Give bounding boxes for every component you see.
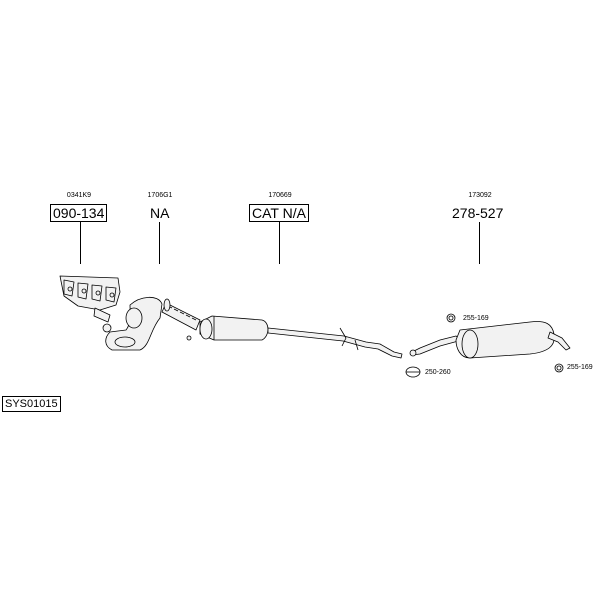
flex-pipe[interactable] <box>161 298 201 331</box>
part-number-catalyst[interactable]: CAT N/A <box>249 204 309 222</box>
hanger-top[interactable] <box>446 313 456 323</box>
leader-line-catalyst <box>279 222 280 264</box>
part-code-downpipe: 1706G1 <box>147 192 173 199</box>
leader-line-downpipe <box>159 222 160 264</box>
part-number-manifold-text[interactable]: 090-134 <box>50 204 108 222</box>
leader-line-manifold <box>80 222 81 264</box>
front-downpipe[interactable] <box>105 296 163 351</box>
part-code-manifold: 0341K9 <box>66 192 92 199</box>
hanger-right-label[interactable]: 255-169 <box>567 364 593 371</box>
clamp[interactable] <box>405 366 421 378</box>
rear-silencer[interactable] <box>455 321 571 359</box>
leader-line-rear-silencer <box>479 222 480 264</box>
part-number-catalyst-text[interactable]: CAT N/A <box>249 204 309 222</box>
part-number-downpipe[interactable]: NA <box>150 205 170 221</box>
part-code-rear-silencer: 173092 <box>468 192 492 199</box>
exhaust-manifold[interactable] <box>59 275 121 333</box>
intermediate-pipe[interactable] <box>409 335 463 357</box>
part-number-rear-silencer[interactable]: 278-527 <box>452 205 504 221</box>
clamp-label[interactable]: 250-260 <box>425 369 451 376</box>
hanger-top-label[interactable]: 255-169 <box>463 315 489 322</box>
part-code-catalyst: 170669 <box>268 192 292 199</box>
part-number-manifold[interactable]: 090-134 <box>50 204 108 222</box>
system-code: SYS01015 <box>2 396 61 412</box>
hanger-right[interactable] <box>554 363 564 373</box>
middle-pipe[interactable] <box>267 327 403 359</box>
